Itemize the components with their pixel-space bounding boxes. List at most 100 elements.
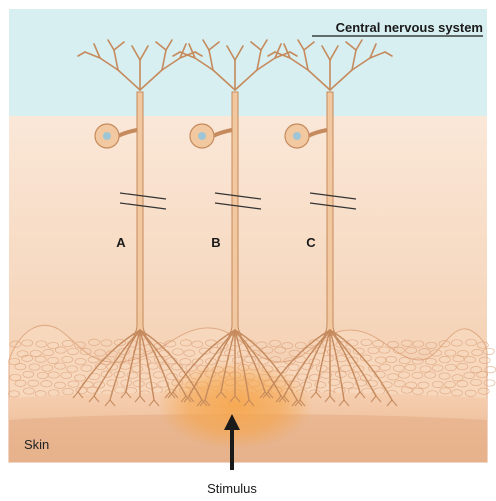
epidermis-cell bbox=[451, 374, 464, 382]
epidermis-cell bbox=[87, 356, 100, 364]
epidermis-cell bbox=[40, 380, 53, 388]
epidermis-cell bbox=[88, 338, 100, 346]
sensory-neuron bbox=[167, 39, 303, 407]
dendrite-branch bbox=[274, 43, 282, 59]
epidermis-cell bbox=[483, 379, 496, 387]
axon-break-mark bbox=[309, 192, 357, 200]
dendrite-branch bbox=[283, 43, 291, 59]
neuron-label-c: C bbox=[306, 235, 316, 250]
epidermis-cell bbox=[164, 340, 177, 348]
terminal-tip bbox=[243, 399, 255, 407]
epidermis-cell bbox=[294, 341, 307, 350]
epidermis-cell bbox=[61, 355, 74, 364]
terminal-tip bbox=[338, 399, 350, 407]
dendrite-branch bbox=[369, 51, 386, 59]
dendrite-branch bbox=[384, 51, 393, 57]
terminal-branch bbox=[125, 329, 141, 393]
epidermis-cell bbox=[79, 348, 92, 356]
dendrite-branch bbox=[260, 39, 268, 51]
dendrite-branch bbox=[297, 39, 305, 51]
epidermis-cell bbox=[180, 339, 192, 347]
epidermis-cell bbox=[411, 371, 424, 379]
stimulus-arrow-head bbox=[224, 414, 240, 430]
epidermis-cell bbox=[74, 358, 87, 366]
epidermis-cell bbox=[120, 379, 133, 387]
dendrite-branch bbox=[289, 57, 309, 71]
epidermis-cell bbox=[342, 381, 354, 389]
terminal-branch bbox=[139, 329, 155, 401]
epidermis-cell bbox=[424, 371, 437, 379]
epidermis-cell bbox=[183, 349, 196, 357]
terminal-branch bbox=[329, 329, 377, 397]
epidermis-cell bbox=[126, 371, 139, 379]
epidermis-cell bbox=[237, 349, 249, 358]
epidermis-cell bbox=[425, 341, 438, 349]
epidermis-cell bbox=[372, 340, 384, 348]
epidermis-cell bbox=[452, 355, 465, 363]
dendrite-branch bbox=[256, 57, 276, 71]
dendrite-branch bbox=[234, 45, 244, 61]
epidermis-cell bbox=[387, 341, 399, 349]
terminal-tip bbox=[275, 395, 287, 403]
epidermis-cell bbox=[131, 365, 144, 373]
neuron-dendrites bbox=[267, 39, 393, 91]
epidermis-cell bbox=[9, 340, 22, 348]
terminal-tip bbox=[196, 399, 208, 407]
terminal-tip bbox=[229, 395, 241, 403]
epidermis-cell bbox=[438, 372, 451, 380]
epidermis-cell bbox=[61, 340, 74, 348]
dendrite-branch bbox=[250, 41, 262, 51]
neuron-terminals bbox=[167, 329, 303, 407]
epidermis-cell bbox=[380, 381, 393, 389]
dendrite-branch bbox=[369, 43, 377, 59]
dendrite-branch bbox=[345, 41, 357, 51]
terminal-tip bbox=[370, 395, 382, 403]
dendrite-branch bbox=[351, 49, 357, 71]
epidermis-cell bbox=[431, 380, 444, 388]
dendrite-branch bbox=[289, 51, 298, 57]
terminal-branch bbox=[220, 329, 236, 393]
dendrite-branch bbox=[161, 57, 181, 71]
terminal-tip bbox=[180, 395, 192, 403]
dendrite-branch bbox=[194, 57, 214, 71]
terminal-tip bbox=[278, 395, 290, 403]
terminal-branch bbox=[172, 329, 236, 393]
epidermis-cell bbox=[463, 371, 476, 379]
epidermis-cell bbox=[54, 346, 67, 354]
epidermis-cell bbox=[261, 346, 274, 354]
epidermis-cell bbox=[114, 339, 126, 347]
epidermis-cell bbox=[269, 339, 281, 347]
terminal-branch bbox=[315, 329, 331, 393]
epidermis-cell bbox=[308, 374, 321, 382]
epidermis-cell bbox=[146, 362, 159, 370]
dendrite-branch bbox=[303, 49, 309, 71]
dendrite-branch bbox=[256, 49, 262, 71]
epidermis-cell bbox=[470, 378, 482, 386]
terminal-tip bbox=[324, 395, 336, 403]
dendrite-branch bbox=[226, 45, 236, 61]
axon-break-mark bbox=[214, 202, 262, 210]
sensory-neuron bbox=[72, 39, 208, 407]
epidermis-cell bbox=[476, 371, 489, 379]
epidermis-cell bbox=[456, 363, 469, 371]
epidermis-cell bbox=[401, 339, 413, 347]
epidermis-cell bbox=[66, 365, 79, 373]
epidermis-cell bbox=[419, 365, 432, 373]
dendrite-branch bbox=[117, 69, 141, 91]
epidermis-cell bbox=[392, 364, 405, 372]
terminal-branch bbox=[109, 329, 141, 401]
epidermis-cell bbox=[281, 342, 294, 350]
terminal-tip bbox=[167, 391, 179, 399]
epidermis-cell bbox=[67, 347, 79, 355]
dendrite-branch bbox=[194, 51, 203, 57]
dendrite-branch bbox=[77, 51, 86, 57]
terminal-branch bbox=[139, 329, 187, 397]
epidermis-cell bbox=[314, 346, 327, 354]
epidermis-cell bbox=[158, 363, 171, 371]
epidermis-cell bbox=[74, 374, 86, 382]
terminal-branch bbox=[299, 329, 331, 401]
epidermis-cell bbox=[8, 390, 20, 398]
epidermis-cell bbox=[144, 350, 157, 358]
dendrite-branch bbox=[321, 45, 331, 61]
